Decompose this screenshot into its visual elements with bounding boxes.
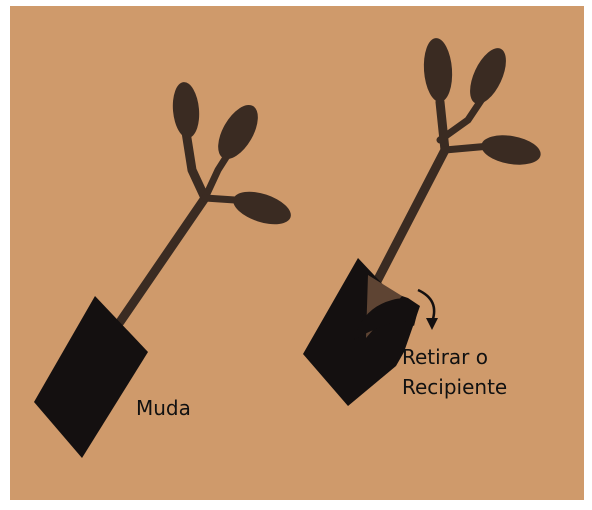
removed-leaf-right [481,135,541,165]
removed-leaf-middle [470,48,506,104]
seedling-branch-lower [201,194,239,204]
seedling-label: Muda [136,396,191,420]
peeled-flap [354,298,418,340]
remove-container-label-line2: Recipiente [402,375,507,399]
removal-arrow-head [426,318,438,330]
leaf-top [172,82,200,138]
seedling-in-container [34,82,291,458]
remove-container-label-line1: Retirar o [402,345,488,369]
seedling-stem [115,127,210,327]
leaf-middle [218,104,258,160]
leaf-right [233,191,291,225]
removed-branch [436,92,488,144]
seedling-container [34,296,148,458]
removed-leaf-top [423,38,453,102]
seedling-removing-container [303,38,541,406]
